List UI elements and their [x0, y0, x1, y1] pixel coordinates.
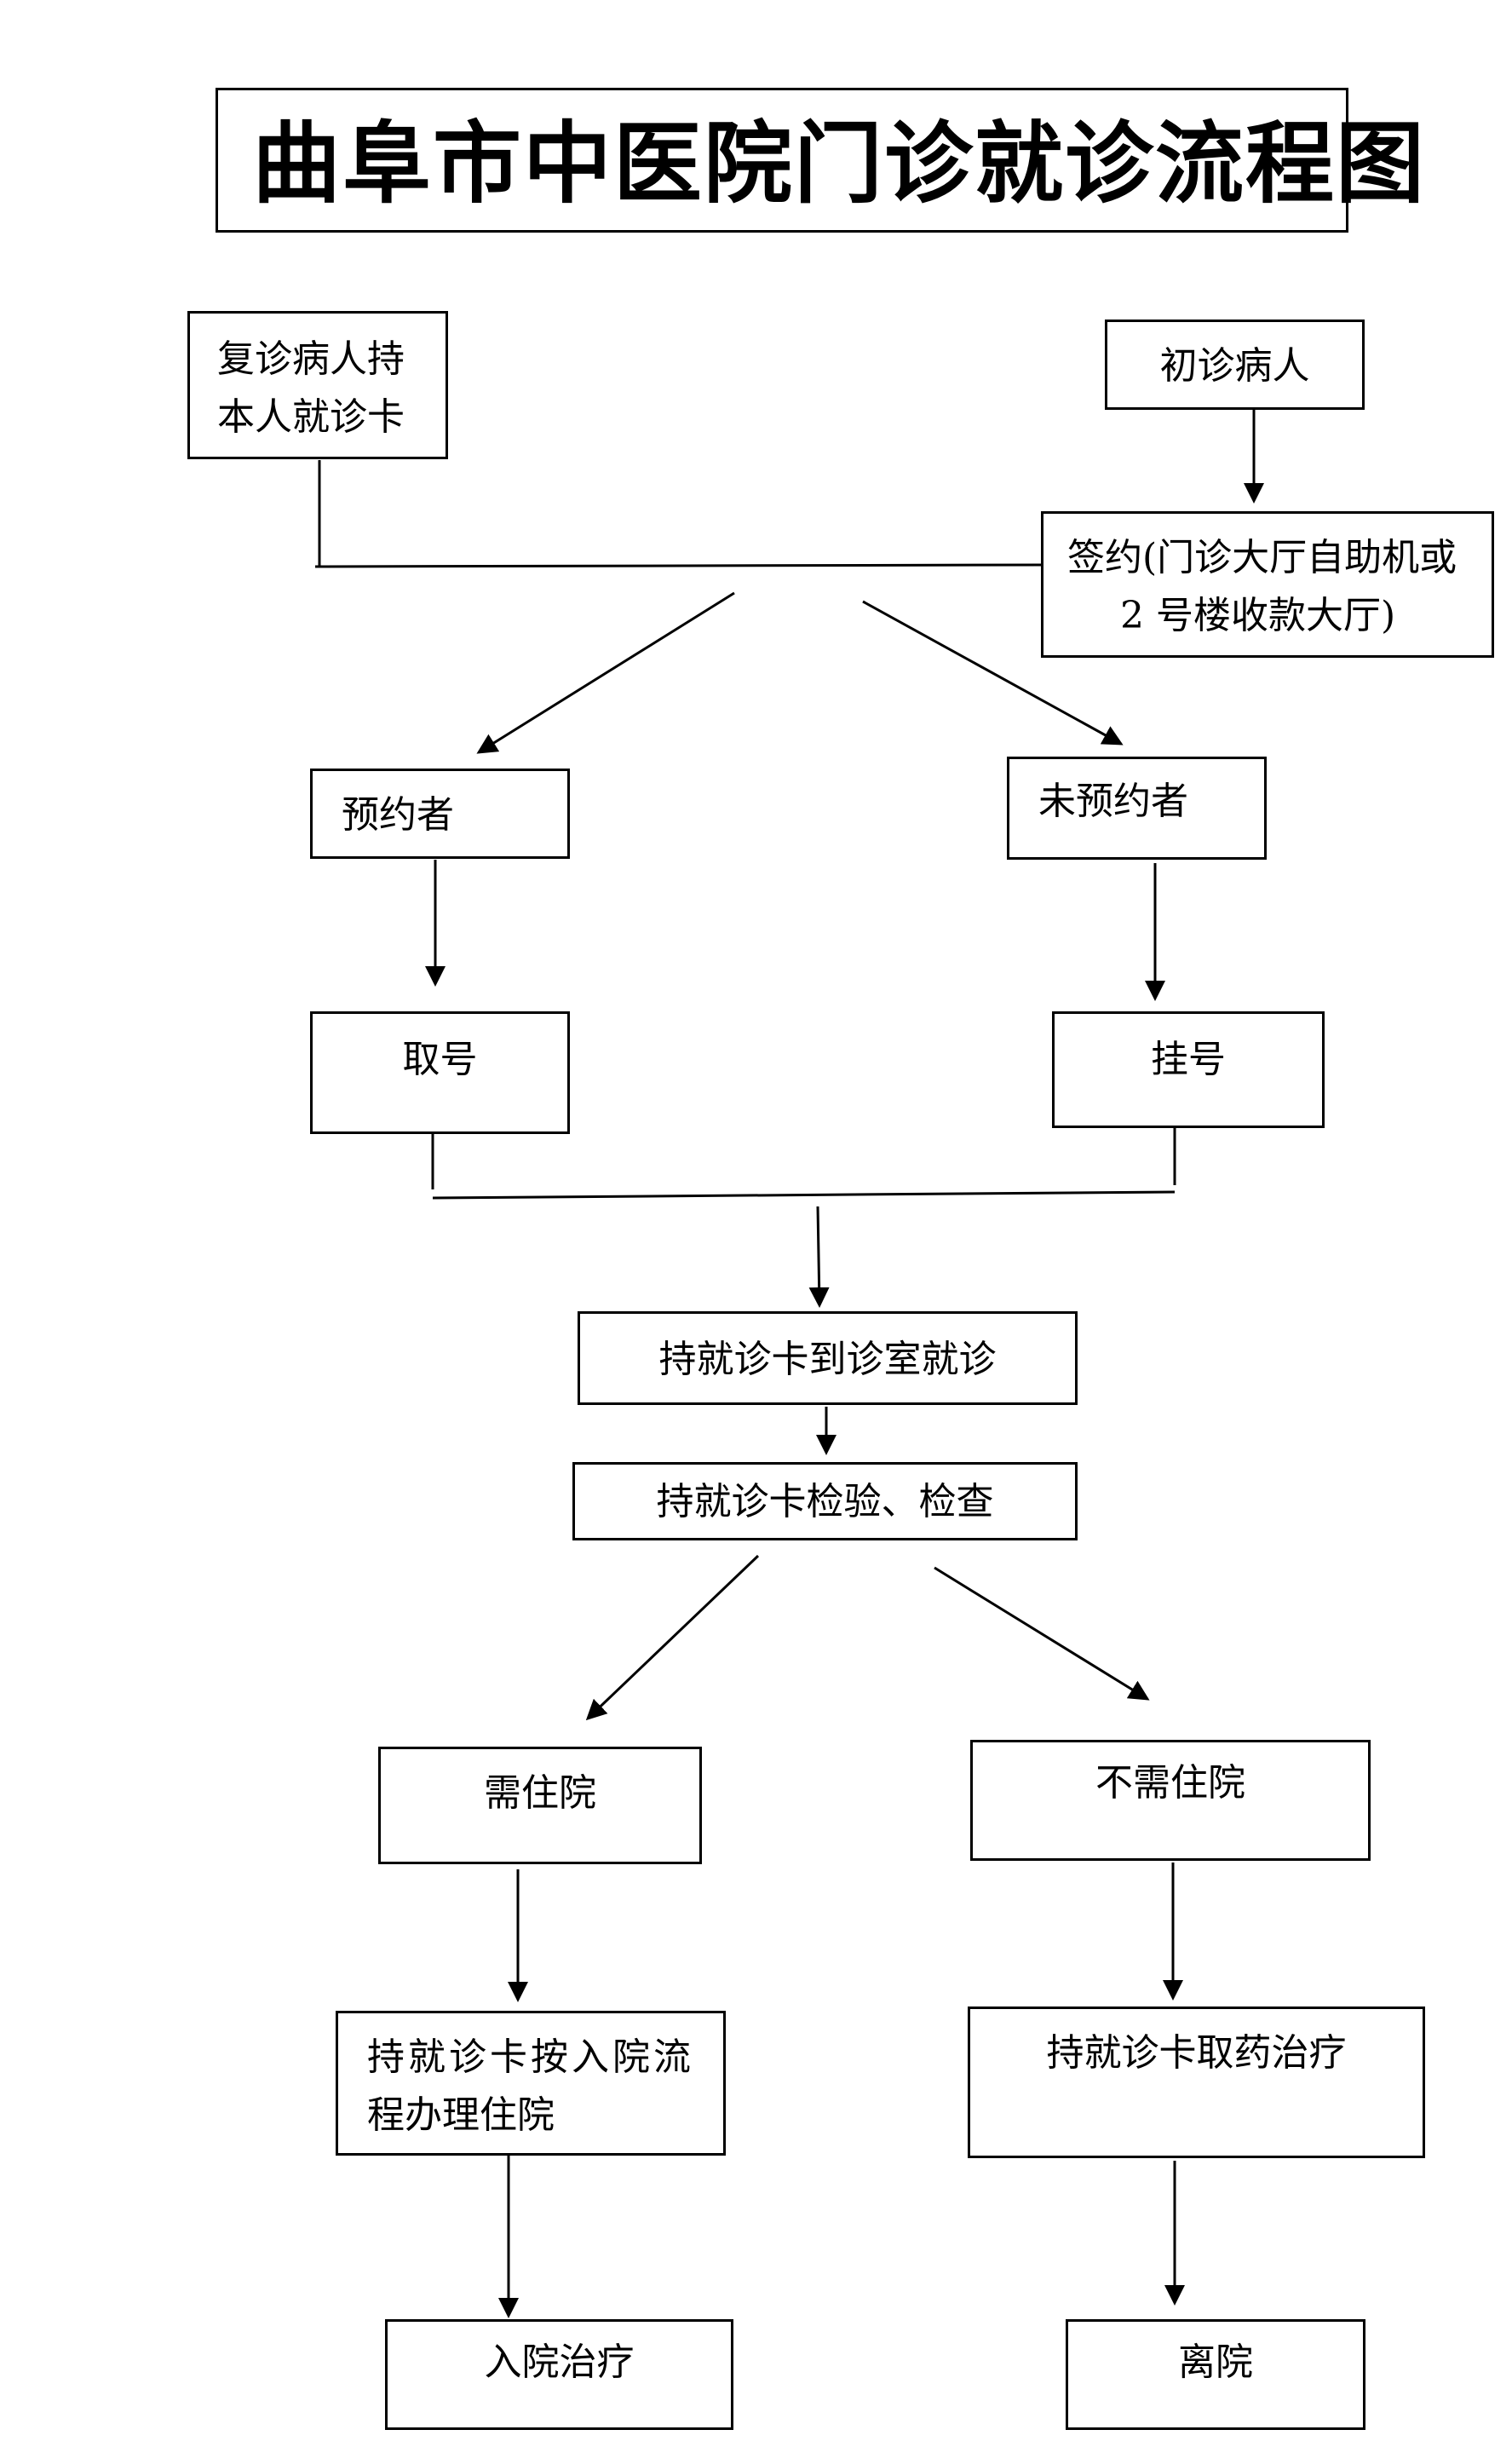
leave-hospital-box: 离院: [1066, 2319, 1365, 2430]
page-title: 曲阜市中医院门诊就诊流程图: [252, 111, 1427, 216]
inpatient-treatment-box: 入院治疗: [385, 2319, 733, 2430]
take-number-box: 取号: [310, 1011, 570, 1134]
no-appointment-box: 未预约者: [1007, 757, 1267, 860]
connector-merge-middle: [432, 1190, 1176, 1200]
consult-label: 持就诊卡到诊室就诊: [658, 1338, 997, 1381]
need-admission-box: 需住院: [378, 1747, 702, 1864]
connector-merge-top: [314, 563, 1042, 568]
take-number-label: 取号: [402, 1038, 478, 1081]
arrow-merge-to-consult: [808, 1206, 830, 1308]
no-admission-label: 不需住院: [1095, 1761, 1245, 1805]
no-admission-box: 不需住院: [970, 1740, 1371, 1861]
return-patient-box: 复诊病人持 本人就诊卡: [187, 311, 448, 459]
appointment-label: 预约者: [342, 793, 454, 837]
appointment-box: 预约者: [310, 769, 570, 859]
register-label: 挂号: [1151, 1038, 1226, 1081]
no-appointment-label: 未预约者: [1038, 780, 1188, 823]
examination-box: 持就诊卡检验、检查: [572, 1462, 1078, 1540]
title-box: 曲阜市中医院门诊就诊流程图: [216, 88, 1424, 233]
need-admission-label: 需住院: [484, 1771, 596, 1815]
admission-process-line1: 持就诊卡按入院流: [367, 2035, 694, 2079]
arrow-to-appointment: [476, 591, 735, 754]
return-patient-line1: 复诊病人持: [217, 337, 405, 381]
arrow-to-no-appointment: [862, 600, 1124, 746]
inpatient-treatment-label: 入院治疗: [484, 2340, 635, 2384]
return-patient-line2: 本人就诊卡: [217, 395, 405, 439]
get-medicine-label: 持就诊卡取药治疗: [1046, 2031, 1347, 2075]
admission-process-line2: 程办理住院: [367, 2093, 555, 2137]
get-medicine-box: 持就诊卡取药治疗: [968, 2007, 1425, 2158]
leave-hospital-label: 离院: [1178, 2340, 1253, 2384]
sign-up-line1: 签约(门诊大厅自助机或: [1067, 536, 1457, 579]
first-visit-box: 初诊病人: [1105, 320, 1365, 410]
first-visit-label: 初诊病人: [1159, 344, 1310, 388]
examination-label: 持就诊卡检验、检查: [656, 1480, 994, 1523]
admission-process-box: 持就诊卡按入院流 程办理住院: [336, 2011, 726, 2156]
arrow-to-need-admission: [585, 1554, 760, 1721]
sign-up-line2: 2 号楼收款大厅): [1120, 594, 1396, 637]
sign-up-box: 签约(门诊大厅自助机或 2 号楼收款大厅): [1041, 511, 1494, 658]
consult-box: 持就诊卡到诊室就诊: [578, 1311, 1078, 1405]
register-box: 挂号: [1052, 1011, 1325, 1128]
arrow-to-no-admission: [934, 1566, 1150, 1701]
